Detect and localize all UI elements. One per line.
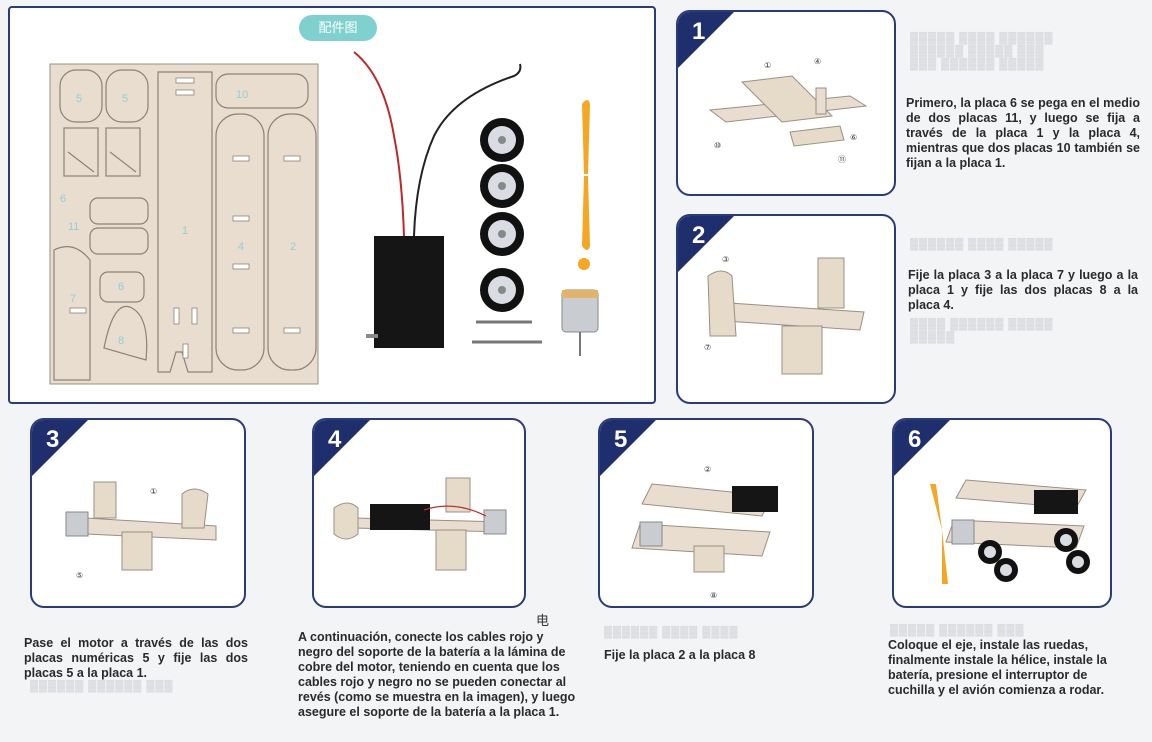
- step-3-faded-text: ▓▓▓▓▓▓ ▓▓▓▓▓▓ ▓▓▓: [30, 680, 174, 692]
- callout: ②: [704, 465, 711, 474]
- step-6-faded-text: ▓▓▓▓▓ ▓▓▓▓▓▓ ▓▓▓: [890, 624, 1025, 636]
- callout: ⑤: [76, 571, 83, 580]
- step-6-illustration: [930, 479, 1090, 584]
- callout: ④: [814, 57, 821, 66]
- step-1-panel: 1 ① ④ ⑩ ⑥ ⑪: [676, 10, 896, 196]
- step-2-text: Fije la placa 3 a la placa 7 y luego a l…: [908, 268, 1138, 312]
- callout: ⑧: [710, 591, 717, 600]
- step-4-text: A continuación, conecte los cables rojo …: [298, 630, 576, 719]
- callout: ⑩: [714, 141, 721, 150]
- step-2-faded-text: ▓▓▓▓▓▓ ▓▓▓▓ ▓▓▓▓▓: [910, 238, 1054, 250]
- part-num: 4: [238, 241, 244, 253]
- step-6-panel: 6: [892, 418, 1112, 608]
- part-num: 1: [182, 225, 188, 237]
- step-5-text: Fije la placa 2 a la placa 8: [604, 648, 756, 662]
- part-num: 5: [122, 93, 128, 105]
- step-number: 2: [692, 222, 706, 249]
- step-3-text: Pase el motor a través de las dos placas…: [24, 636, 248, 680]
- step-1-faded-text: ▓▓▓▓▓ ▓▓▓▓ ▓▓▓▓▓▓▓▓▓▓▓▓ ▓▓▓▓▓ ▓▓▓▓▓▓ ▓▓▓…: [910, 32, 1054, 70]
- step-5-faded-text: ▓▓▓▓▓▓ ▓▓▓▓ ▓▓▓▓: [604, 626, 739, 638]
- part-num: 7: [70, 293, 76, 305]
- callout: ⑥: [850, 133, 857, 142]
- part-num: 2: [290, 241, 296, 253]
- step-2-faded-text-2: ▓▓▓▓ ▓▓▓▓▓▓ ▓▓▓▓▓▓▓▓▓▓: [910, 318, 1054, 343]
- step-4-panel: 4: [312, 418, 526, 608]
- part-num: 8: [118, 335, 124, 347]
- red-wire: [353, 51, 405, 237]
- step-number: 4: [328, 426, 342, 453]
- step-number: 5: [614, 426, 628, 453]
- part-num: 10: [236, 89, 248, 101]
- part-num: 6: [118, 281, 124, 293]
- callout: ①: [764, 61, 771, 70]
- parts-illustration: 5 5 10 6 11 1 4 2 7 6 8: [49, 51, 599, 385]
- step-5-panel: 5 ② ⑧: [598, 418, 814, 608]
- wood-sheet: [49, 63, 319, 385]
- battery-box: [374, 236, 444, 348]
- step-6-text: Coloque el eje, instale las ruedas, fina…: [888, 638, 1107, 697]
- step-3-illustration: ① ⑤: [65, 481, 217, 580]
- step-1-illustration: ① ④ ⑩ ⑥ ⑪: [708, 57, 868, 164]
- callout: ①: [150, 487, 157, 496]
- parts-badge: 配件图: [299, 15, 377, 41]
- propeller: [582, 100, 590, 250]
- part-num: 5: [76, 93, 82, 105]
- part-num: 6: [60, 193, 66, 205]
- step-3-panel: 3 ① ⑤: [30, 418, 246, 608]
- step-number: 6: [908, 426, 922, 453]
- stray-character: 电: [536, 613, 550, 628]
- black-wire: [413, 63, 522, 237]
- part-num: 11: [68, 221, 79, 233]
- wheels: [480, 118, 524, 312]
- step-4-illustration: [333, 477, 507, 571]
- step-2-panel: 2 ③ ⑦: [676, 214, 896, 404]
- step-5-illustration: ② ⑧: [631, 465, 778, 600]
- callout: ⑪: [838, 155, 846, 164]
- step-1-text: Primero, la placa 6 se pega en el medio …: [906, 96, 1140, 170]
- step-2-illustration: ③ ⑦: [704, 255, 865, 375]
- step-number: 1: [692, 18, 706, 45]
- callout: ⑦: [704, 343, 711, 352]
- step-number: 3: [46, 426, 60, 453]
- callout: ③: [722, 255, 729, 264]
